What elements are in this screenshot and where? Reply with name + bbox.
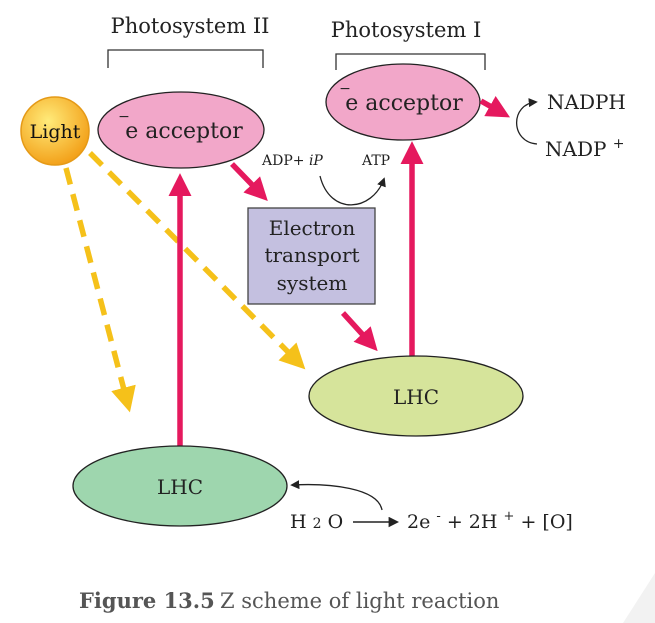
nadp-superscript: +: [613, 136, 625, 152]
figure-caption: Z scheme of light reaction: [220, 589, 499, 613]
ets-line1: Electron: [269, 216, 356, 240]
ip-label: iP: [309, 153, 323, 169]
svg-text:H 2 O: H 2 O: [290, 511, 343, 533]
atp-label: ATP: [361, 153, 390, 169]
svg-text:e acceptor: e acceptor: [125, 119, 243, 144]
svg-text:Figure 13.5 Z scheme of l: Figure 13.5 Z scheme of light reaction: [79, 588, 499, 613]
svg-text:2e - + 2H +: 2e - + 2H + + [O]: [407, 503, 573, 533]
photosystem-i-bracket: [335, 53, 486, 70]
protons-term: + 2H: [447, 511, 498, 533]
ets-line2: transport: [264, 243, 359, 267]
light-arrow-to-lhc-ps1: [88, 151, 306, 370]
electrons-sup: -: [436, 509, 440, 524]
lhc-ps2-label: LHC: [157, 475, 203, 499]
acceptor-ps2-superscript: −: [118, 109, 130, 125]
acceptor-ps1-superscript: −: [339, 81, 351, 97]
light-arrow-to-lhc-ps2: [63, 167, 136, 413]
water-electron-arrow: [290, 480, 383, 511]
h2o-sub: 2: [313, 516, 322, 532]
nadp-label: NADP: [545, 137, 606, 161]
electron-transport-system: Electron transport system: [247, 207, 376, 305]
protons-sup: +: [504, 509, 515, 524]
svg-text:e acceptor: e acceptor: [345, 91, 463, 116]
electrons-term: 2e: [407, 511, 430, 533]
adp-label: ADP+: [261, 153, 305, 169]
light-label: Light: [30, 121, 81, 143]
photosystem-ii-bracket: [107, 49, 264, 68]
arrow-acceptor-to-ets: [230, 162, 268, 201]
photosystem-i-label: Photosystem I: [331, 18, 482, 42]
water-splitting-reaction: H 2 O 2e - + 2H + + [O]: [290, 503, 573, 533]
ets-line3: system: [277, 271, 348, 295]
lhc-ps1-label: LHC: [393, 385, 439, 409]
light-source: Light: [20, 96, 90, 166]
nadph-label: NADPH: [547, 90, 626, 114]
oxygen-term: + [O]: [520, 511, 572, 533]
svg-text:ADP+ iP: ADP+ iP: [261, 153, 323, 169]
acceptor-ps1-label: e acceptor: [345, 91, 463, 116]
svg-text:NADP +: NADP +: [545, 136, 625, 161]
photosystem-ii-label: Photosystem II: [111, 14, 270, 38]
nadp-reduction-arrow: [515, 98, 538, 145]
page-corner-decoration: [623, 573, 655, 623]
lhc-ps1: LHC: [308, 355, 524, 437]
arrow-ets-to-lhc-ps1: [340, 311, 378, 352]
lhc-ps2: LHC: [72, 445, 288, 527]
acceptor-ps2-label: e acceptor: [125, 119, 243, 144]
arrow-acceptor-to-nadph: [479, 95, 511, 118]
electron-acceptor-ps2: e acceptor −: [97, 91, 265, 169]
figure-number: Figure 13.5: [79, 588, 215, 613]
electron-acceptor-ps1: e acceptor −: [325, 63, 481, 141]
atp-synthesis-arrow: [319, 175, 386, 206]
h2o-o: O: [328, 511, 344, 533]
h2o-h: H: [290, 511, 307, 533]
